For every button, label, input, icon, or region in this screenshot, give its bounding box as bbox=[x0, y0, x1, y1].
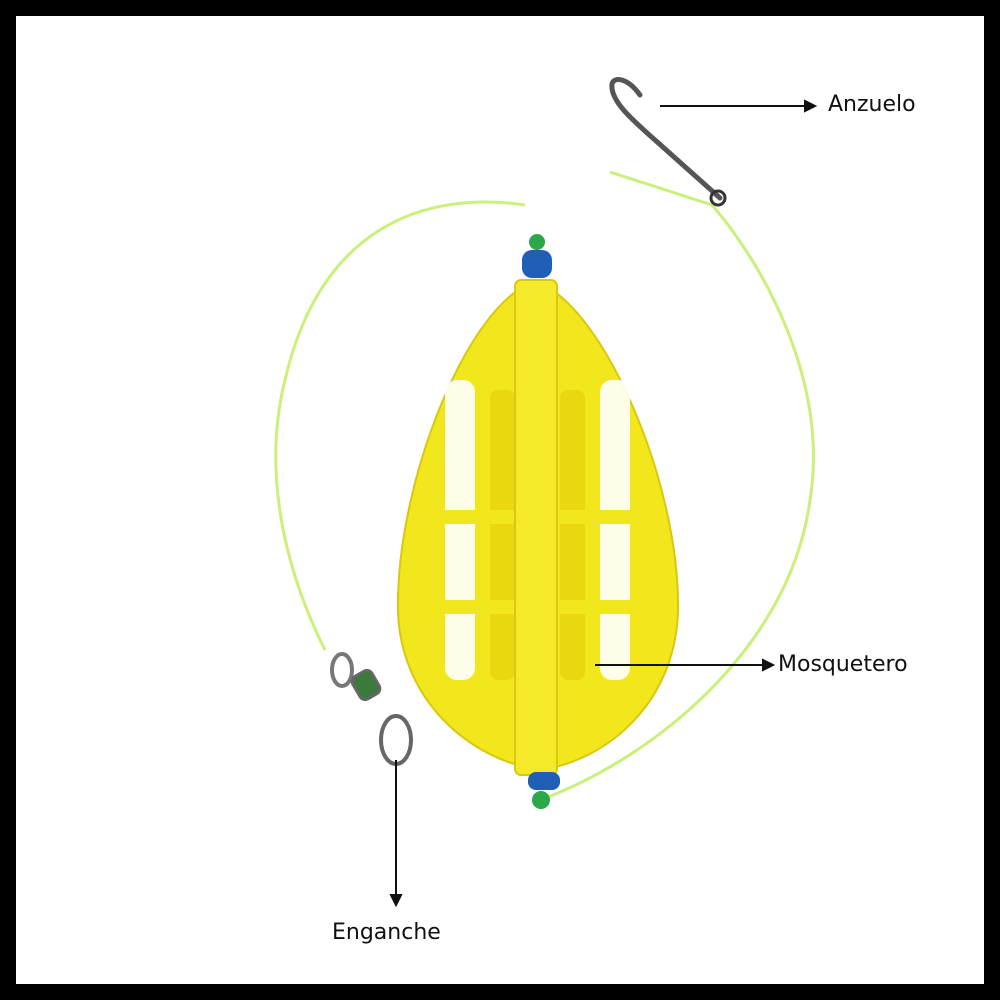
arrow-feeder bbox=[595, 658, 776, 672]
arrow-snap bbox=[389, 760, 403, 908]
bead-green-top bbox=[529, 234, 545, 250]
bead-green-bottom bbox=[532, 791, 550, 809]
feeder-cage bbox=[396, 279, 680, 776]
label-hook: Anzuelo bbox=[828, 92, 916, 117]
snap-swivel-icon bbox=[330, 652, 413, 766]
bead-blue-top bbox=[522, 250, 552, 278]
hook-icon bbox=[609, 77, 723, 201]
bead-blue-bottom bbox=[528, 772, 560, 790]
label-feeder: Mosquetero bbox=[778, 652, 908, 677]
fishing-line-left bbox=[274, 200, 526, 651]
arrow-hook bbox=[660, 99, 818, 113]
fishing-line-right bbox=[539, 170, 815, 802]
label-snap: Enganche bbox=[332, 920, 441, 945]
